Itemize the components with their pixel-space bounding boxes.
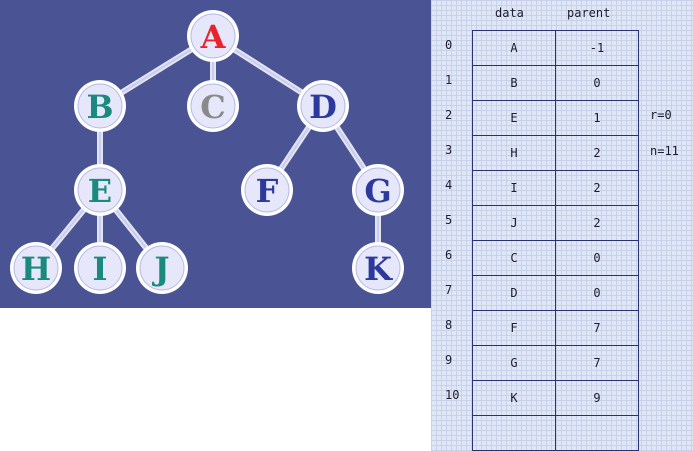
row-index: 4 xyxy=(445,178,453,192)
cell-data: J xyxy=(472,205,556,241)
cell-data: F xyxy=(472,310,556,346)
cell-data: I xyxy=(472,170,556,206)
row-index: 6 xyxy=(445,248,453,262)
tree-node-a: A xyxy=(187,10,239,62)
cell-data: E xyxy=(472,100,556,136)
tree-node-f: F xyxy=(241,164,293,216)
tree-node-j: J xyxy=(136,242,188,294)
root-note: r=0 xyxy=(650,108,672,122)
cell-parent: 7 xyxy=(554,310,640,346)
row-index: 8 xyxy=(445,318,453,332)
cell-data: D xyxy=(472,275,556,311)
column-header-parent: parent xyxy=(567,6,611,20)
cell-data: B xyxy=(472,65,556,101)
tree-node-e: E xyxy=(74,164,126,216)
cell-data: A xyxy=(472,30,556,66)
table-row xyxy=(472,415,640,451)
cell-parent: 7 xyxy=(554,345,640,381)
cell-data xyxy=(472,415,556,451)
cell-data: G xyxy=(472,345,556,381)
tree-nodes: A B C D E F G H I J K xyxy=(10,10,404,294)
tree-node-d: D xyxy=(297,80,349,132)
column-header-data: data xyxy=(495,6,524,20)
cell-parent: 2 xyxy=(554,205,640,241)
tree-node-label: F xyxy=(256,172,279,210)
tree-diagram-panel: A B C D E F G H I J K xyxy=(0,0,431,308)
tree-node-i: I xyxy=(74,242,126,294)
cell-data: K xyxy=(472,380,556,416)
row-index: 7 xyxy=(445,283,453,297)
tree-node-label: B xyxy=(86,88,113,126)
tree-node-c: C xyxy=(187,80,239,132)
cell-parent: 0 xyxy=(554,275,640,311)
tree-node-b: B xyxy=(74,80,126,132)
cell-parent: 0 xyxy=(554,65,640,101)
tree-node-label: A xyxy=(200,18,227,56)
row-index xyxy=(445,415,469,450)
row-index: 9 xyxy=(445,353,453,367)
cell-data: H xyxy=(472,135,556,171)
index-column: 0 1 2 3 4 5 6 7 8 9 10 xyxy=(445,30,469,450)
tree-node-label: K xyxy=(364,250,393,288)
cell-parent: 9 xyxy=(554,380,640,416)
table-row: A-1 xyxy=(472,30,640,66)
tree-node-label: D xyxy=(309,88,337,126)
tree-node-g: G xyxy=(352,164,404,216)
count-note: n=11 xyxy=(650,144,679,158)
row-index: 5 xyxy=(445,213,453,227)
row-index: 3 xyxy=(445,143,453,157)
tree-node-k: K xyxy=(352,242,404,294)
cell-parent: 2 xyxy=(554,135,640,171)
tree-node-label: E xyxy=(88,172,112,210)
row-index: 2 xyxy=(445,108,453,122)
cell-parent: 0 xyxy=(554,240,640,276)
cell-data: C xyxy=(472,240,556,276)
cell-parent: 2 xyxy=(554,170,640,206)
row-index: 0 xyxy=(445,38,453,52)
tree-node-label: C xyxy=(200,88,225,126)
cell-parent: -1 xyxy=(554,30,640,66)
tree-node-label: G xyxy=(364,172,391,210)
cell-parent: 1 xyxy=(554,100,640,136)
tree-edges xyxy=(33,33,381,271)
row-index: 10 xyxy=(445,388,460,402)
tree-node-h: H xyxy=(10,242,62,294)
tree-diagram: A B C D E F G H I J K xyxy=(10,10,404,294)
tree-node-label: J xyxy=(151,250,169,288)
tree-node-label: H xyxy=(21,250,51,288)
tree-node-label: I xyxy=(93,250,108,288)
row-index: 1 xyxy=(445,73,453,87)
cell-parent xyxy=(554,415,640,451)
